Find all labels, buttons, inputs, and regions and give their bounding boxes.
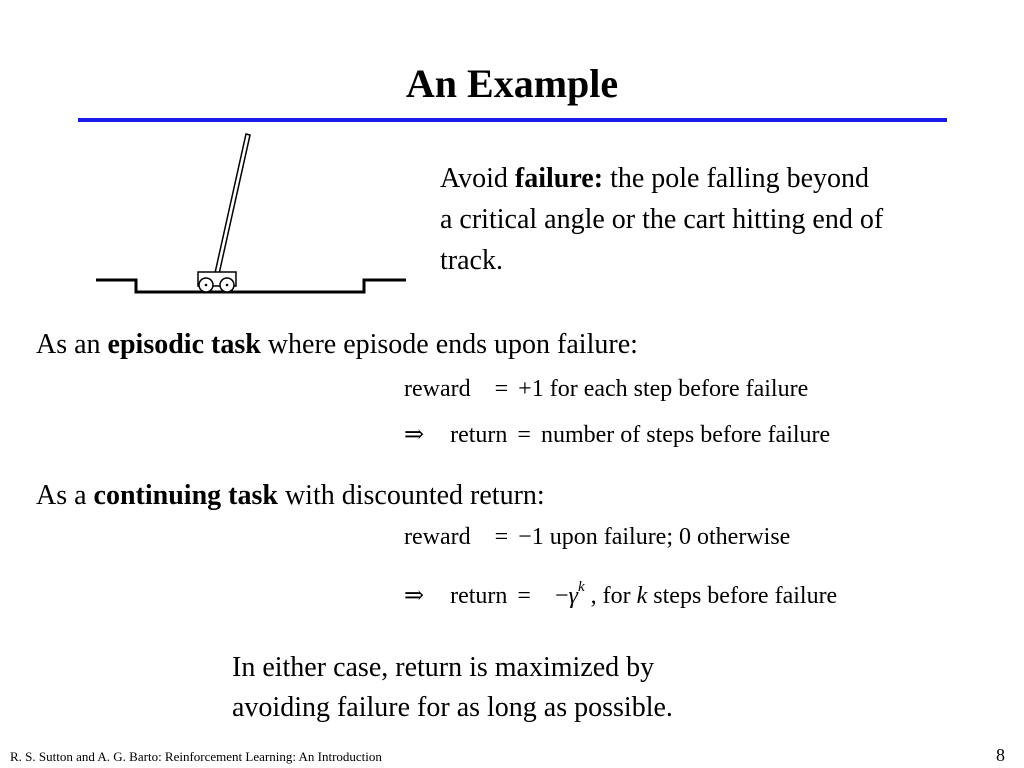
gamma-symbol: γ xyxy=(568,583,578,609)
intro-paragraph: Avoid failure: the pole falling beyond a… xyxy=(440,158,1000,281)
episodic-heading: As an episodic task where episode ends u… xyxy=(36,329,638,360)
cart-pole-diagram xyxy=(96,133,406,294)
episodic-reward-equation: reward=+1 for each step before failure xyxy=(404,376,809,402)
track-line xyxy=(96,278,406,294)
continuing-reward-equation: reward=−1 upon failure; 0 otherwise xyxy=(404,524,791,550)
episodic-return-equation: ⇒return=number of steps before failure xyxy=(404,422,831,448)
intro-line-1: Avoid failure: the pole falling beyond xyxy=(440,163,869,194)
conclusion-line-2: avoiding failure for as long as possible… xyxy=(232,692,673,723)
implies-symbol: ⇒ xyxy=(404,422,425,448)
slide-title: An Example xyxy=(405,61,619,106)
continuing-heading: As a continuing task with discounted ret… xyxy=(36,480,545,511)
intro-line-2: a critical angle or the cart hitting end… xyxy=(440,204,884,235)
conclusion-paragraph: In either case, return is maximized by a… xyxy=(232,648,673,728)
intro-line-3: track. xyxy=(440,245,503,276)
continuing-return-equation: ⇒return=−γk , for k steps before failure xyxy=(404,579,838,609)
page-number: 8 xyxy=(996,745,1005,765)
failure-emphasis: failure: xyxy=(514,163,604,194)
title-underline xyxy=(78,118,947,122)
implies-symbol: ⇒ xyxy=(404,583,425,609)
footer-credit: R. S. Sutton and A. G. Barto: Reinforcem… xyxy=(10,749,382,764)
continuing-emphasis: continuing task xyxy=(93,480,278,511)
episodic-emphasis: episodic task xyxy=(107,329,261,360)
conclusion-line-1: In either case, return is maximized by xyxy=(232,652,655,683)
pole xyxy=(214,133,251,275)
